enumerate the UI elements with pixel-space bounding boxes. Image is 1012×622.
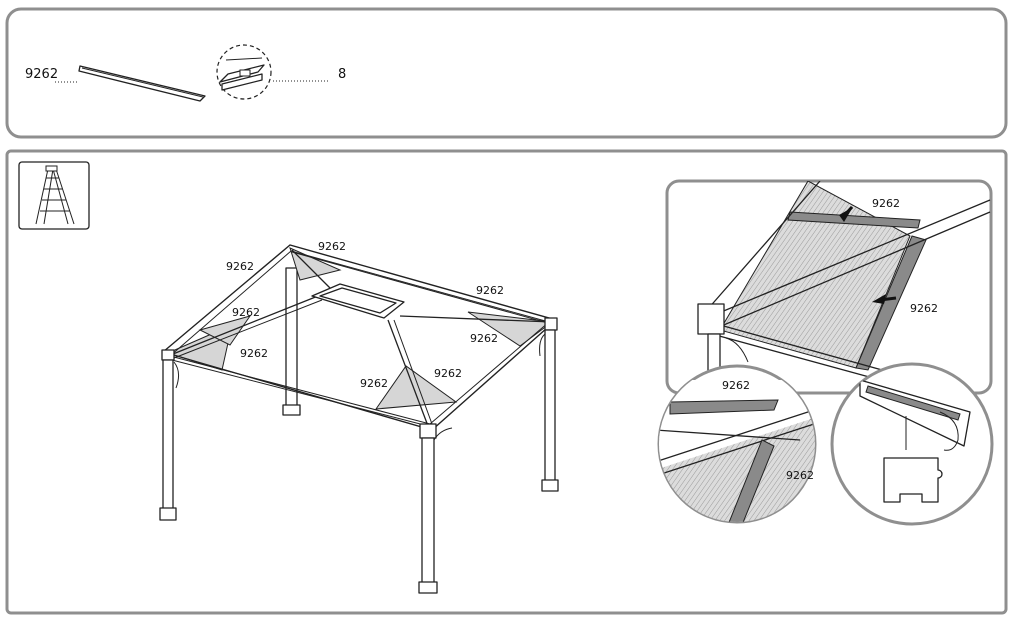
profile-qty-label: 8	[338, 67, 346, 82]
zoom-circle-right	[830, 362, 994, 526]
gazebo-drawing	[159, 244, 559, 594]
ladder-icon	[18, 161, 90, 230]
profile-label: 9262	[360, 377, 388, 390]
zoom-left-label: 9262	[722, 379, 750, 392]
profile-cross-section-icon	[216, 44, 272, 100]
glass-panel	[289, 247, 342, 281]
profile-label: 9262	[318, 240, 346, 253]
arrow-icon	[872, 294, 886, 304]
zoom-left-side-label: 9262	[786, 469, 814, 482]
top-strip	[669, 399, 779, 415]
side-strip	[725, 439, 775, 522]
detail-label-top: 9262	[872, 197, 900, 210]
detail-closeup	[697, 181, 991, 393]
parts-panel	[5, 7, 1008, 139]
profile-label: 9262	[240, 347, 268, 360]
profile-label: 9262	[434, 367, 462, 380]
profile-label: 9262	[470, 332, 498, 345]
profile-code-label: 9262	[25, 67, 58, 82]
detail-label-side: 9262	[910, 302, 938, 315]
profile-cross-section-icon	[883, 457, 943, 503]
profile-label: 9262	[476, 284, 504, 297]
side-strip	[855, 235, 927, 371]
profile-label: 9262	[226, 260, 254, 273]
glass-panel	[374, 365, 458, 410]
profile-label: 9262	[232, 306, 260, 319]
profile-strip-part	[78, 65, 206, 102]
